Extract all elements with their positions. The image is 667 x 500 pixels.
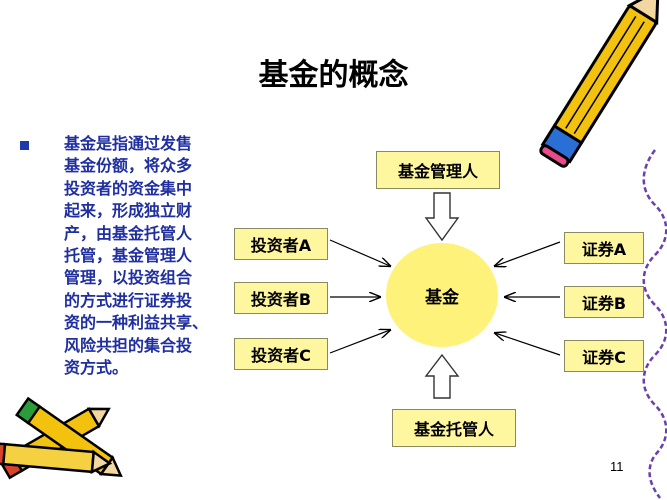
slide-title: 基金的概念 <box>258 58 409 93</box>
investor-a-box: 投资者A <box>234 228 328 260</box>
arrow-security-c <box>495 333 561 356</box>
investor-c-box: 投资者C <box>234 338 328 370</box>
up-block-arrow <box>424 353 460 399</box>
down-block-arrow <box>424 192 460 242</box>
security-c-box: 证券C <box>564 340 644 372</box>
page-number: 11 <box>610 459 624 474</box>
fund-manager-box: 基金管理人 <box>376 151 500 189</box>
bullet-square-icon <box>20 141 29 150</box>
fund-center-circle: 基金 <box>386 243 498 347</box>
fund-custodian-box: 基金托管人 <box>392 409 516 447</box>
arrow-investor-a <box>329 239 390 266</box>
arrow-investor-c <box>329 330 390 354</box>
security-a-box: 证券A <box>564 232 644 264</box>
investor-b-box: 投资者B <box>234 282 328 314</box>
definition-text: 基金是指通过发售 基金份额，将众多 投资者的资金集中 起来，形成独立财 产，由基… <box>64 134 209 378</box>
arrow-security-a <box>495 241 561 266</box>
security-b-box: 证券B <box>564 286 644 318</box>
